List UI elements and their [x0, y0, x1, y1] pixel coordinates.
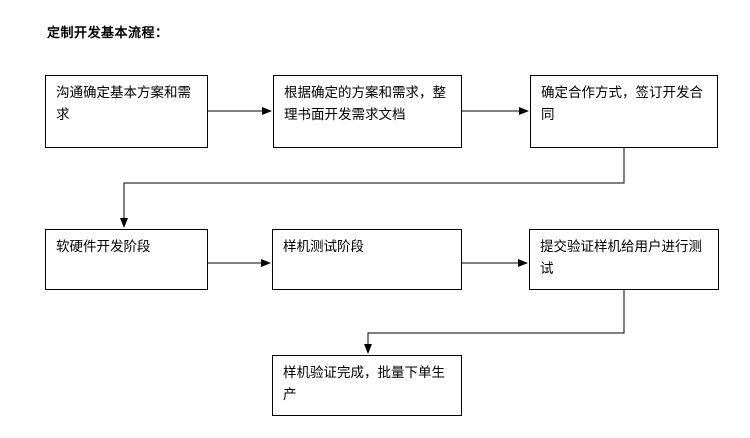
step-label-4: 软硬件开发阶段: [56, 239, 151, 255]
step-label-7: 样机验证完成，批量下单生产: [283, 365, 445, 403]
step-label-6: 提交验证样机给用户进行测试: [540, 239, 702, 277]
step-box-5: 样机测试阶段: [272, 229, 462, 290]
diagram-title: 定制开发基本流程：: [47, 26, 169, 41]
step-label-2: 根据确定的方案和需求，整理书面开发需求文档: [284, 85, 446, 123]
arrow-s6-to-s7: [364, 290, 625, 354]
step-label-3: 确定合作方式，签订开发合同: [541, 85, 703, 123]
step-label-1: 沟通确定基本方案和需求: [56, 85, 191, 123]
step-label-5: 样机测试阶段: [283, 239, 364, 255]
step-box-1: 沟通确定基本方案和需求: [45, 75, 208, 148]
step-box-3: 确定合作方式，签订开发合同: [530, 75, 718, 148]
step-box-7: 样机验证完成，批量下单生产: [272, 355, 462, 416]
step-box-4: 软硬件开发阶段: [45, 229, 208, 290]
step-box-6: 提交验证样机给用户进行测试: [529, 229, 719, 290]
arrow-s3-to-s4: [120, 148, 625, 228]
step-box-2: 根据确定的方案和需求，整理书面开发需求文档: [273, 75, 462, 148]
